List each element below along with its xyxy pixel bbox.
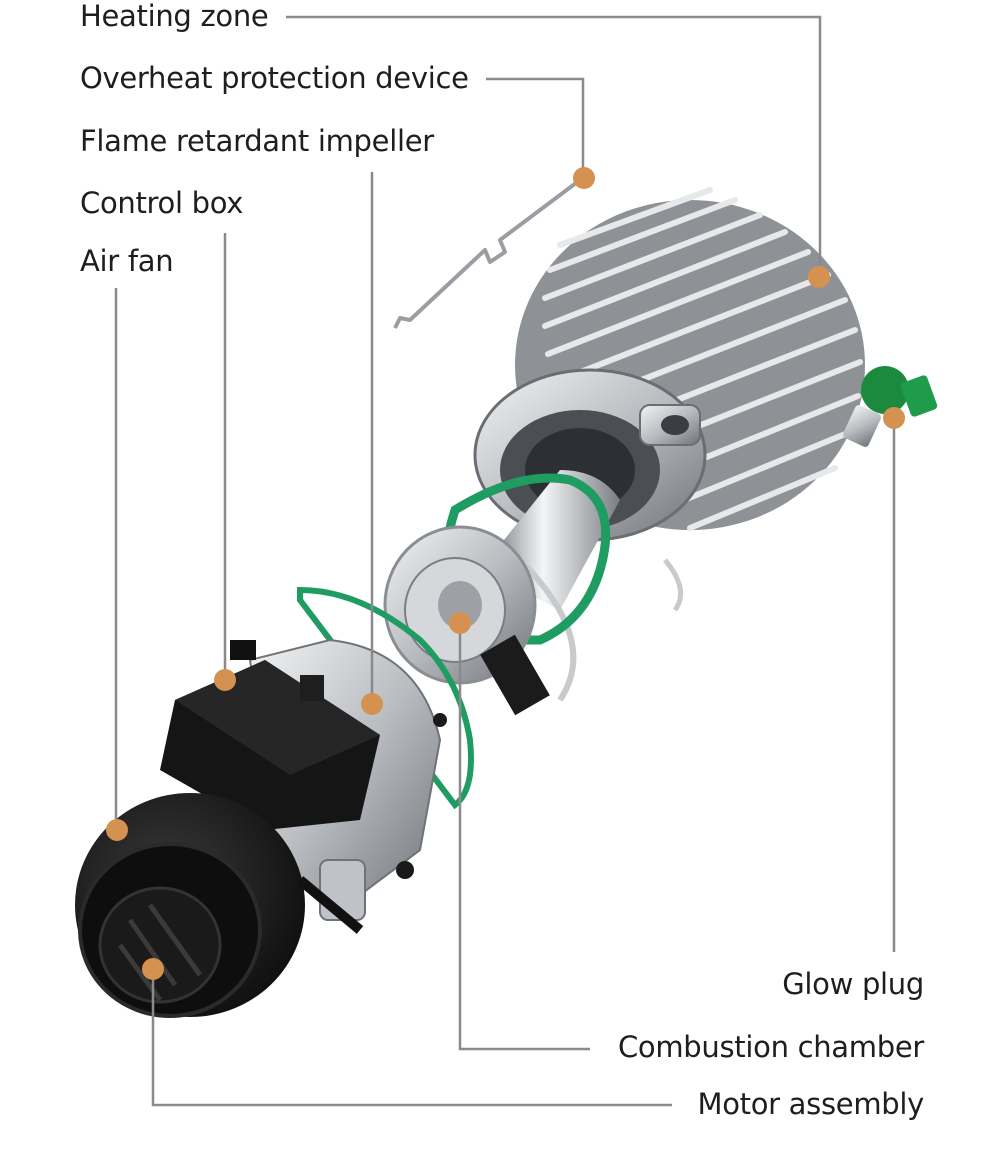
leader-heating-zone — [286, 15, 822, 276]
marker-impeller — [361, 693, 383, 715]
label-combustion-chamber: Combustion chamber — [617, 1030, 924, 1064]
marker-control-box — [214, 669, 236, 691]
marker-glow-plug — [883, 407, 905, 429]
marker-overheat — [573, 167, 595, 189]
label-heating-zone: Heating zone — [80, 0, 269, 33]
label-motor-assembly: Motor assembly — [697, 1087, 924, 1121]
label-control-box: Control box — [80, 186, 244, 220]
marker-air-fan — [106, 819, 128, 841]
glow-plug — [843, 366, 938, 447]
label-glow-plug: Glow plug — [782, 967, 924, 1001]
air-fan — [75, 793, 364, 1018]
marker-combustion — [449, 612, 471, 634]
label-flame-retardant-impeller: Flame retardant impeller — [80, 124, 434, 158]
leader-combustion — [458, 623, 590, 1051]
gasket-small — [297, 586, 474, 810]
heat-exchanger — [473, 187, 865, 612]
label-overheat-protection-device: Overheat protection device — [80, 61, 469, 95]
label-air-fan: Air fan — [80, 244, 174, 278]
leader-lines — [114, 15, 896, 1107]
leader-overheat — [486, 77, 585, 178]
leader-motor — [151, 969, 672, 1107]
marker-heating-zone — [808, 266, 830, 288]
overheat-wire — [393, 178, 582, 329]
marker-motor — [142, 958, 164, 980]
marker-dots — [106, 167, 905, 980]
